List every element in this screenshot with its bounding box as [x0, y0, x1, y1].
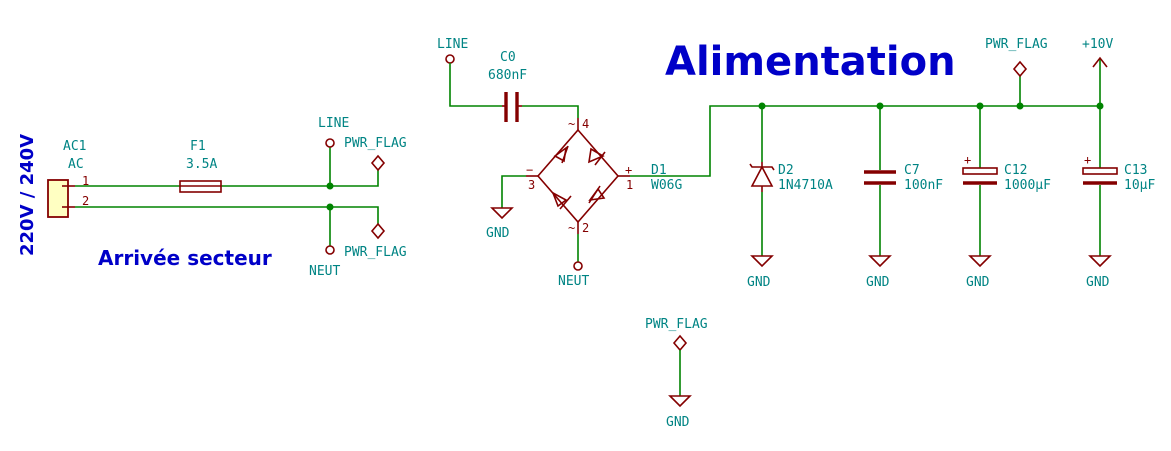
net-label-line-left: LINE	[318, 116, 349, 131]
c12-ref: C12	[1004, 163, 1027, 178]
line-port-symbol	[325, 138, 335, 148]
bridge-pin2: 2	[582, 221, 589, 235]
vcc-arrow-symbol	[1092, 56, 1108, 68]
connector-ac1	[47, 179, 75, 218]
gnd-label-bridge: GND	[486, 226, 510, 241]
neut-port-symbol	[325, 245, 335, 255]
c7-value: 100nF	[904, 178, 943, 193]
section-label-mains-input: Arrivée secteur	[98, 246, 272, 270]
junction-dot	[1016, 102, 1024, 110]
connector-value: AC	[68, 157, 84, 172]
fuse-value: 3.5A	[186, 157, 217, 172]
capacitor-c7	[864, 170, 896, 185]
wire	[522, 105, 579, 118]
capacitor-c13	[1082, 167, 1118, 185]
bridge-value: W06G	[651, 178, 682, 193]
connector-pin2-label: 2	[82, 194, 89, 208]
wire	[330, 170, 379, 187]
c12-value: 1000µF	[1004, 178, 1051, 193]
gnd-label-c13: GND	[1086, 275, 1110, 290]
gnd-symbol	[868, 255, 892, 268]
bridge-rectifier-d1	[526, 118, 630, 234]
c13-polarity: +	[1084, 153, 1091, 167]
c12-polarity: +	[964, 153, 971, 167]
pwr-flag-label-neut: PWR_FLAG	[344, 245, 407, 260]
pwr-flag-label-standalone: PWR_FLAG	[645, 317, 708, 332]
gnd-symbol	[968, 255, 992, 268]
bridge-minus-sign: −	[526, 163, 533, 177]
neut-port-symbol	[573, 261, 583, 271]
net-label-line-top: LINE	[437, 37, 468, 52]
line-port-symbol	[445, 54, 455, 64]
pwr-flag-symbol	[672, 334, 688, 352]
bridge-pin3: 3	[528, 178, 535, 192]
connector-pin1-label: 1	[82, 174, 89, 188]
zener-diode-d2	[749, 162, 775, 192]
bridge-pin1: 1	[626, 178, 633, 192]
connector-ref: AC1	[63, 139, 86, 154]
gnd-symbol	[490, 207, 514, 220]
c0-ref: C0	[500, 50, 516, 65]
capacitor-c0	[502, 92, 522, 122]
gnd-label-standalone: GND	[666, 415, 690, 430]
voltage-label: 220V / 240V	[17, 134, 38, 256]
schematic-title: Alimentation	[665, 39, 956, 85]
wire	[630, 105, 1100, 177]
gnd-label-d2: GND	[747, 275, 771, 290]
fuse-f1	[179, 180, 222, 193]
junction-dot	[326, 203, 334, 211]
net-label-neut-bridge: NEUT	[558, 274, 589, 289]
gnd-symbol	[668, 395, 692, 408]
net-label-neut-left: NEUT	[309, 264, 340, 279]
c0-value: 680nF	[488, 68, 527, 83]
junction-dot	[758, 102, 766, 110]
d2-ref: D2	[778, 163, 794, 178]
bridge-plus-sign: +	[625, 163, 632, 177]
pwr-flag-symbol	[370, 154, 386, 172]
net-label-vplus: +10V	[1082, 37, 1113, 52]
c13-ref: C13	[1124, 163, 1147, 178]
junction-dot	[326, 182, 334, 190]
wire	[501, 175, 526, 208]
wire	[330, 206, 379, 224]
pwr-flag-symbol	[1012, 60, 1028, 78]
gnd-label-c12: GND	[966, 275, 990, 290]
wire	[449, 63, 502, 107]
c13-value: 10µF	[1124, 178, 1155, 193]
d2-value: 1N4710A	[778, 178, 833, 193]
junction-dot	[976, 102, 984, 110]
bridge-tilde-bottom: ~	[568, 221, 575, 235]
gnd-label-c7: GND	[866, 275, 890, 290]
junction-dot	[1096, 102, 1104, 110]
fuse-ref: F1	[190, 139, 206, 154]
capacitor-c12	[962, 167, 998, 185]
pwr-flag-label-line: PWR_FLAG	[344, 136, 407, 151]
gnd-symbol	[750, 255, 774, 268]
bridge-pin4: 4	[582, 117, 589, 131]
gnd-symbol	[1088, 255, 1112, 268]
pwr-flag-label-rail: PWR_FLAG	[985, 37, 1048, 52]
bridge-tilde-top: ~	[568, 117, 575, 131]
junction-dot	[876, 102, 884, 110]
pwr-flag-symbol	[370, 222, 386, 240]
bridge-ref: D1	[651, 163, 667, 178]
c7-ref: C7	[904, 163, 920, 178]
